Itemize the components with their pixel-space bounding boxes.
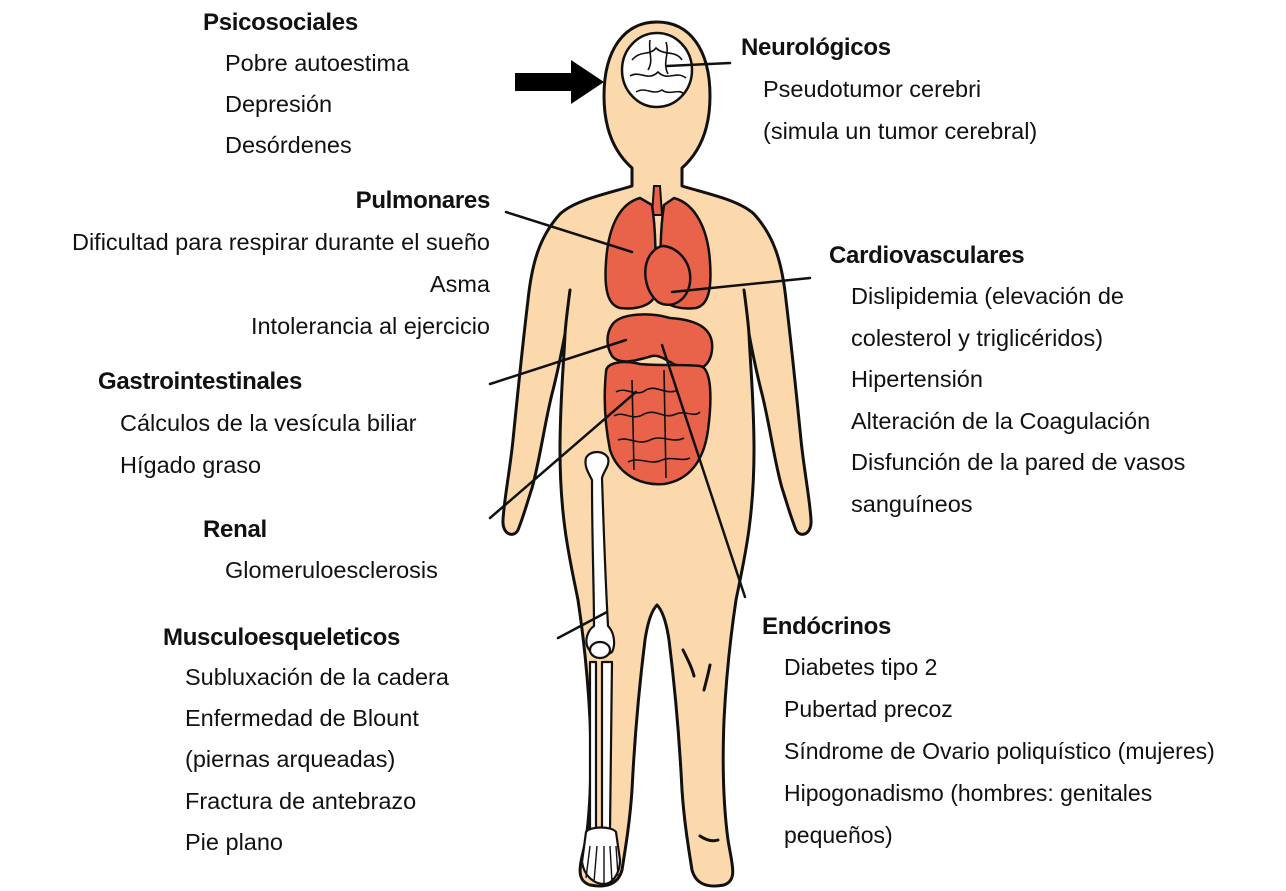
list-item: Dislipidemia (elevación de — [851, 276, 1185, 318]
group-items: Cálculos de la vesícula biliar Hígado gr… — [120, 402, 417, 486]
group-title: Neurológicos — [741, 33, 1037, 63]
group-items: Dificultad para respirar durante el sueñ… — [72, 221, 490, 347]
list-item: Intolerancia al ejercicio — [72, 305, 490, 347]
group-neurologicos: Neurológicos Pseudotumor cerebri (simula… — [741, 33, 1037, 152]
group-items: Glomeruloesclerosis — [225, 550, 438, 591]
group-items: Diabetes tipo 2 Pubertad precoz Síndrome… — [784, 646, 1215, 856]
list-item: Glomeruloesclerosis — [225, 550, 438, 591]
group-gastrointestinales: Gastrointestinales Cálculos de la vesícu… — [98, 367, 417, 486]
group-psicosociales: Psicosociales Pobre autoestima Depresión… — [203, 8, 409, 165]
group-musculoesqueleticos: Musculoesqueleticos Subluxación de la ca… — [163, 623, 449, 863]
list-item: Depresión — [225, 84, 409, 125]
group-cardiovasculares: Cardiovasculares Dislipidemia (elevación… — [829, 241, 1185, 525]
list-item: Cálculos de la vesícula biliar — [120, 402, 417, 444]
group-items: Dislipidemia (elevación de colesterol y … — [851, 276, 1185, 525]
list-item: Pobre autoestima — [225, 43, 409, 84]
list-item: Desórdenes — [225, 125, 409, 166]
abdominal-organs — [605, 314, 712, 484]
group-pulmonares: Pulmonares Dificultad para respirar dura… — [72, 186, 490, 347]
arrow-icon — [515, 60, 604, 104]
list-item: Diabetes tipo 2 — [784, 646, 1215, 688]
list-item: Pseudotumor cerebri — [763, 68, 1037, 110]
list-item: (piernas arqueadas) — [185, 739, 449, 780]
list-item: pequeños) — [784, 814, 1215, 856]
list-item: Hipogonadismo (hombres: genitales — [784, 772, 1215, 814]
list-item: Alteración de la Coagulación — [851, 401, 1185, 443]
group-title: Gastrointestinales — [98, 367, 417, 397]
brain — [622, 33, 692, 107]
group-title: Psicosociales — [203, 8, 409, 38]
list-item: Disfunción de la pared de vasos — [851, 442, 1185, 484]
list-item: (simula un tumor cerebral) — [763, 110, 1037, 152]
group-title: Musculoesqueleticos — [163, 623, 449, 653]
list-item: Dificultad para respirar durante el sueñ… — [72, 221, 490, 263]
list-item: Hipertensión — [851, 359, 1185, 401]
list-item: Pubertad precoz — [784, 688, 1215, 730]
list-item: Asma — [72, 263, 490, 305]
list-item: Pie plano — [185, 822, 449, 863]
group-endocrinos: Endócrinos Diabetes tipo 2 Pubertad prec… — [762, 612, 1215, 856]
group-title: Cardiovasculares — [829, 241, 1185, 271]
list-item: Síndrome de Ovario poliquístico (mujeres… — [784, 730, 1215, 772]
list-item: Fractura de antebrazo — [185, 781, 449, 822]
group-renal: Renal Glomeruloesclerosis — [203, 515, 438, 591]
list-item: Hígado graso — [120, 444, 417, 486]
group-items: Subluxación de la cadera Enfermedad de B… — [185, 657, 449, 863]
group-title: Endócrinos — [762, 612, 1215, 642]
list-item: colesterol y triglicéridos) — [851, 318, 1185, 360]
group-title: Pulmonares — [72, 186, 490, 216]
group-items: Pobre autoestima Depresión Desórdenes — [225, 43, 409, 165]
list-item: sanguíneos — [851, 484, 1185, 526]
group-items: Pseudotumor cerebri (simula un tumor cer… — [763, 68, 1037, 152]
list-item: Enfermedad de Blount — [185, 698, 449, 739]
group-title: Renal — [203, 515, 438, 545]
list-item: Subluxación de la cadera — [185, 657, 449, 698]
